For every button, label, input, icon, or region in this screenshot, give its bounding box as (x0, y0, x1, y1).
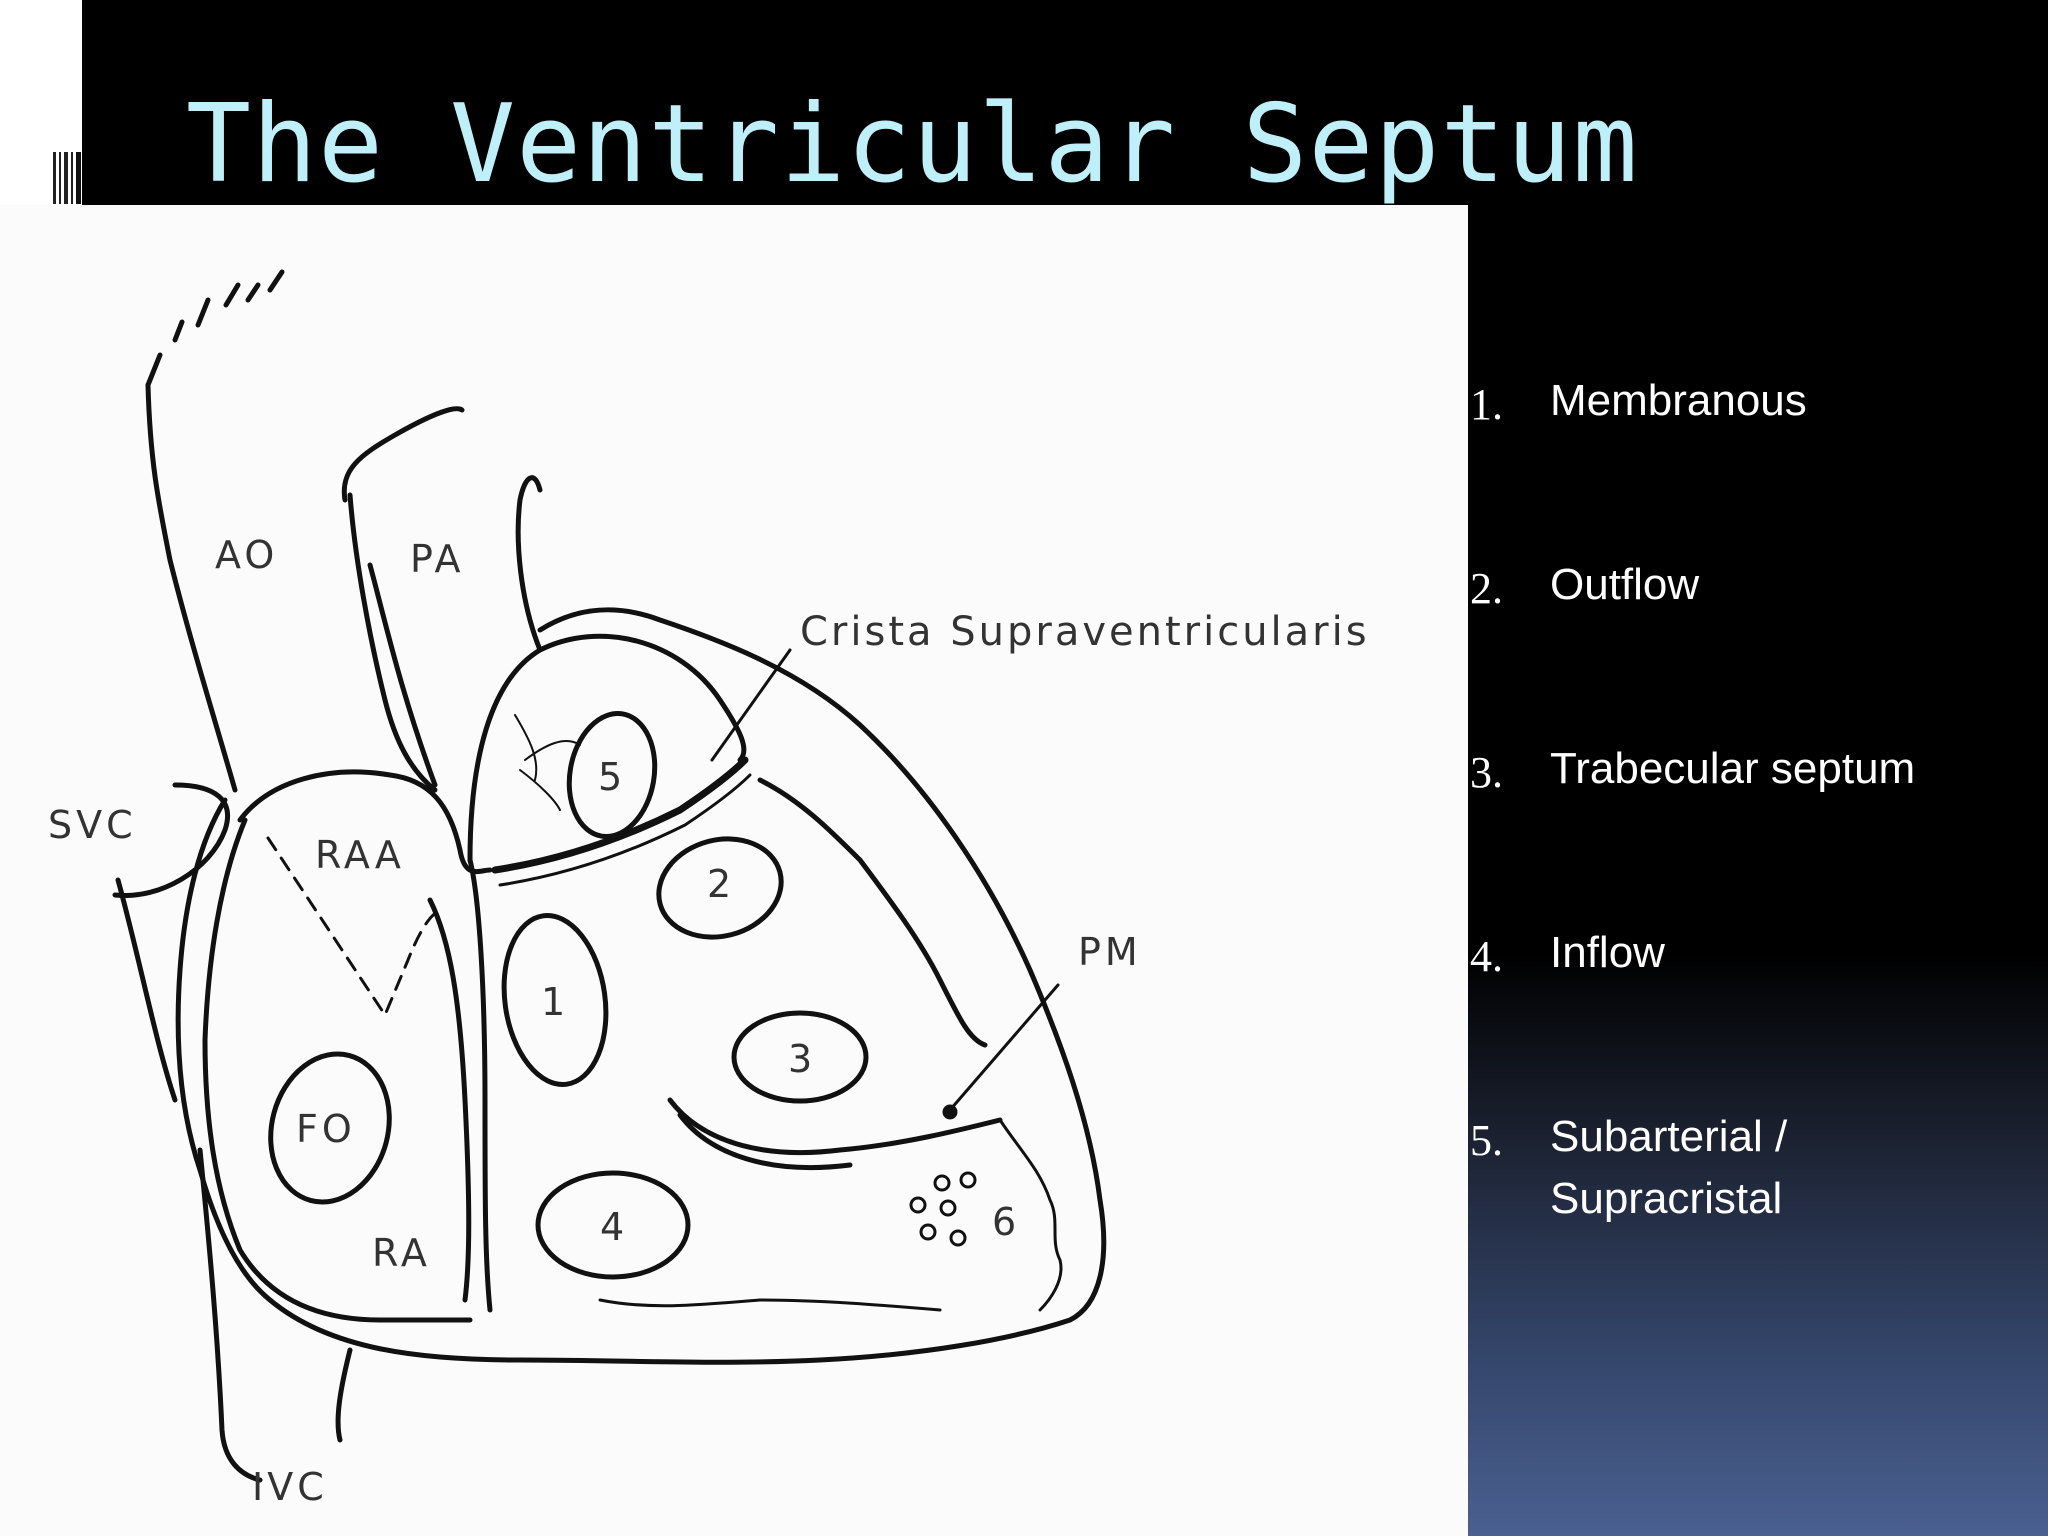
moderator-band (667, 1097, 1003, 1155)
aorta-right-wall (347, 492, 438, 793)
fo-outline (268, 1051, 392, 1205)
hole (939, 1199, 957, 1217)
region-1-outline (501, 913, 609, 1087)
apical-trabeculations (998, 1118, 1063, 1312)
list-number: 2. (1470, 564, 1503, 613)
hole (949, 1229, 967, 1247)
region-5-outline (566, 711, 658, 839)
list-text: Membranous (1550, 376, 1807, 425)
label-region-5: 5 (598, 755, 626, 799)
aorta-wall (145, 382, 238, 793)
list-text: Outflow (1550, 560, 1700, 609)
list-text: Trabecular septum (1550, 744, 1916, 793)
svc-loop (112, 782, 230, 899)
pa-inner (367, 562, 438, 788)
label-ao: AO (215, 533, 278, 577)
list-text: Inflow (1550, 928, 1665, 977)
label-pm: PM (1078, 930, 1142, 974)
list-number: 4. (1470, 932, 1503, 981)
hole (919, 1223, 937, 1241)
crista-band-inner (498, 773, 752, 887)
atrial-septum (467, 857, 493, 1313)
region-2-outline (656, 836, 784, 940)
crista-band (491, 756, 749, 874)
outflow-outline (467, 633, 747, 863)
hole (909, 1196, 927, 1214)
heart-diagram: AO PA SVC RAA FO RA IVC PM Crista Suprav… (48, 269, 1370, 1509)
pm-dot (942, 1104, 958, 1120)
trabecular-margin (757, 777, 988, 1048)
label-region-4: 4 (600, 1205, 628, 1249)
label-pa: PA (410, 537, 464, 581)
label-region-6: 6 (992, 1200, 1020, 1244)
list-number: 3. (1470, 748, 1503, 797)
list-number: 1. (1470, 380, 1503, 429)
list-number: 5. (1470, 1116, 1503, 1165)
pulmonary-artery (341, 406, 465, 503)
raa-outline (237, 769, 493, 875)
label-raa: RAA (315, 833, 405, 877)
svc-wall (115, 877, 178, 1103)
pulmonary-artery-wall (515, 475, 543, 653)
valve-sketch (514, 714, 581, 811)
region-4-outline (535, 1170, 691, 1280)
label-fo: FO (296, 1107, 356, 1151)
heart-diagram-figure: AO PA SVC RAA FO RA IVC PM Crista Suprav… (0, 205, 1468, 1536)
label-crista: Crista Supraventricularis (800, 609, 1370, 655)
label-region-2: 2 (707, 862, 735, 906)
ivc-left (197, 1147, 263, 1483)
label-region-3: 3 (788, 1037, 816, 1081)
region-3-outline (731, 1010, 869, 1104)
dashed-line (266, 836, 442, 1017)
label-ivc: IVC (252, 1465, 328, 1509)
label-svc: SVC (48, 803, 137, 847)
crista-leader (710, 648, 792, 762)
heart-outline (175, 607, 1107, 1365)
list-text: Subarterial / Supracristal (1550, 1112, 1788, 1223)
pm-leader (948, 983, 1060, 1112)
inflow-base-edge (598, 1298, 942, 1312)
ivc-right (335, 1347, 353, 1443)
label-ra: RA (372, 1231, 431, 1275)
hole (933, 1174, 951, 1192)
slide-title: The Ventricular Septum (186, 82, 1639, 207)
aortic-arch-branches (145, 269, 285, 388)
hole (959, 1171, 977, 1189)
moderator-band-inner (677, 1112, 853, 1170)
label-region-1: 1 (541, 980, 569, 1024)
ra-wall (427, 897, 472, 1303)
decorative-bars (50, 150, 82, 206)
heart-inner-outline (202, 817, 473, 1323)
